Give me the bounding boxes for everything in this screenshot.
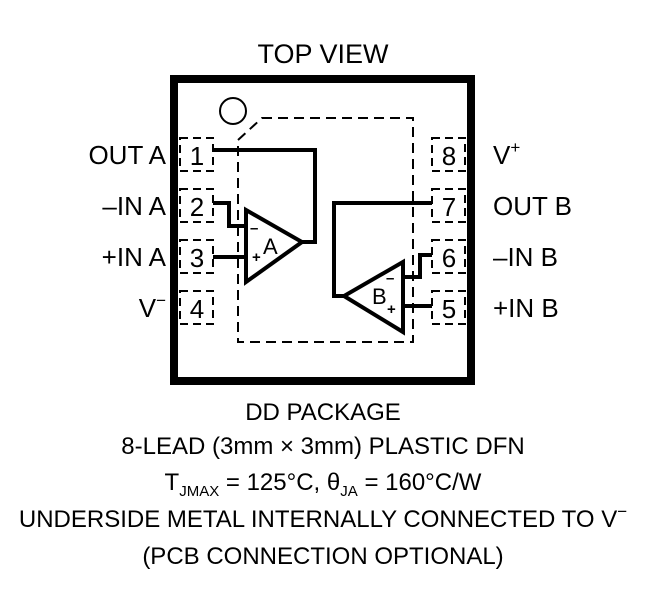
- pin-label-out-a: OUT A: [88, 140, 166, 170]
- pin-pad-4: [179, 290, 214, 325]
- op-amp-a-triangle: [244, 206, 306, 286]
- pin-number-2: 2: [190, 192, 204, 222]
- pin-label-minus-in-a: –IN A: [102, 191, 166, 221]
- package-name: DD PACKAGE: [245, 399, 401, 426]
- pin-number-3: 3: [190, 243, 204, 273]
- wire-minus-in-b: [403, 253, 432, 279]
- op-amp-b-label: B: [372, 284, 387, 309]
- pin-number-6: 6: [442, 243, 456, 273]
- pin-pad-6: [431, 239, 466, 274]
- op-amp-b-triangle: [340, 258, 405, 336]
- pin-pad-3: [179, 239, 214, 274]
- pin-number-4: 4: [190, 294, 204, 324]
- pin1-indicator: [219, 97, 247, 125]
- pin-label-plus-in-b: +IN B: [493, 293, 559, 323]
- pin-label-minus-in-b: –IN B: [493, 242, 558, 272]
- wire-minus-in-a: [213, 201, 246, 228]
- amp-b-wiring: [332, 201, 432, 308]
- pin-label-out-b: OUT B: [493, 191, 572, 221]
- package-description: 8-LEAD (3mm × 3mm) PLASTIC DFN: [121, 433, 524, 460]
- pin-pad-7: [431, 188, 466, 223]
- pin-number-5: 5: [442, 294, 456, 324]
- op-amp-b-minus: –: [386, 270, 394, 287]
- pin-pad-8: [431, 137, 466, 172]
- pin-number-8: 8: [442, 141, 456, 171]
- op-amp-a-plus: +: [252, 249, 261, 266]
- op-amp-a-minus: –: [250, 220, 258, 237]
- pin-pad-2: [179, 188, 214, 223]
- left-pin-pads: [179, 137, 214, 325]
- underside-note: UNDERSIDE METAL INTERNALLY CONNECTED TO …: [19, 502, 627, 533]
- right-pin-pads: [431, 137, 466, 325]
- wire-out-a: [213, 148, 317, 244]
- package-outline: [170, 75, 475, 385]
- pin-pad-1: [179, 137, 214, 172]
- pin-pad-5: [431, 290, 466, 325]
- pin-number-1: 1: [190, 141, 204, 171]
- op-amp-a-label: A: [263, 234, 278, 259]
- amp-a-wiring: [213, 148, 317, 259]
- wire-out-b: [332, 201, 432, 298]
- pin-number-7: 7: [442, 192, 456, 222]
- exposed-pad-outline: [237, 117, 414, 343]
- pcb-connection-note: (PCB CONNECTION OPTIONAL): [142, 543, 503, 570]
- op-amp-b-plus: +: [387, 301, 396, 318]
- pin-label-v-minus: V−: [139, 291, 166, 323]
- thermal-ratings: TJMAX = 125°C, θJA = 160°C/W: [165, 469, 482, 500]
- pin-label-plus-in-a: +IN A: [102, 242, 167, 272]
- top-view-title: TOP VIEW: [257, 39, 389, 69]
- pin-label-v-plus: V+: [493, 138, 520, 170]
